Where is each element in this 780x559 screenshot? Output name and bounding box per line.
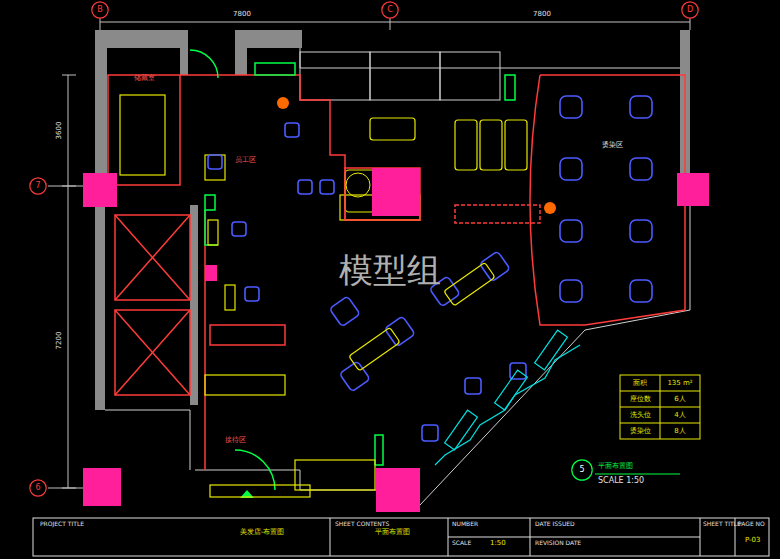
table-cell: 6人 (674, 396, 685, 403)
scale-note: SCALE 1:50 (598, 477, 644, 485)
room-name: 接待区 (225, 437, 246, 444)
bubble-label: B (97, 6, 103, 14)
bubble-label: C (387, 6, 393, 14)
title-value: 平面布置图 (375, 529, 410, 536)
dimension: 7800 (531, 11, 553, 18)
watermark: 模型组 (339, 253, 441, 287)
axis-bubble: B (91, 1, 109, 19)
drawing-name: 平面布置图 (598, 463, 633, 470)
title-field: REVISION DATE (535, 540, 581, 546)
axis-bubble: 5 (571, 459, 593, 481)
table-cell: 135 m² (667, 380, 692, 387)
bubble-label: 6 (35, 484, 40, 492)
dimension: 7200 (56, 329, 63, 351)
dimension: 7800 (231, 11, 253, 18)
title-field: SCALE (452, 540, 471, 546)
table-cell: 烫染位 (630, 428, 651, 435)
title-value: 美发店-布置图 (240, 529, 285, 536)
title-field: PAGE NO (738, 521, 765, 527)
title-field: PROJECT TITLE (40, 521, 84, 527)
bubble-label: 7 (35, 182, 40, 190)
axis-bubble: 7 (29, 177, 47, 195)
title-value: P-03 (745, 537, 761, 544)
table-cell: 4人 (674, 412, 685, 419)
bubble-label: 5 (579, 466, 584, 474)
table-cell: 洗头位 (630, 412, 651, 419)
axis-bubble: D (681, 1, 699, 19)
table-cell: 面积 (633, 380, 647, 387)
axis-bubble: C (381, 1, 399, 19)
title-field: DATE ISSUED (535, 521, 575, 527)
title-value: 1:50 (490, 540, 506, 547)
room-name: 烫染区 (602, 142, 623, 149)
room-name: 储藏室 (134, 75, 155, 82)
axis-bubble: 6 (29, 479, 47, 497)
title-field: SHEET TITLE (703, 521, 741, 527)
title-field: SHEET CONTENTS (335, 521, 389, 527)
dimension: 3600 (56, 119, 63, 141)
room-name: 员工区 (235, 157, 256, 164)
bubble-label: D (687, 6, 693, 14)
table-cell: 8人 (674, 428, 685, 435)
table-cell: 座位数 (630, 396, 651, 403)
title-field: NUMBER (452, 521, 478, 527)
